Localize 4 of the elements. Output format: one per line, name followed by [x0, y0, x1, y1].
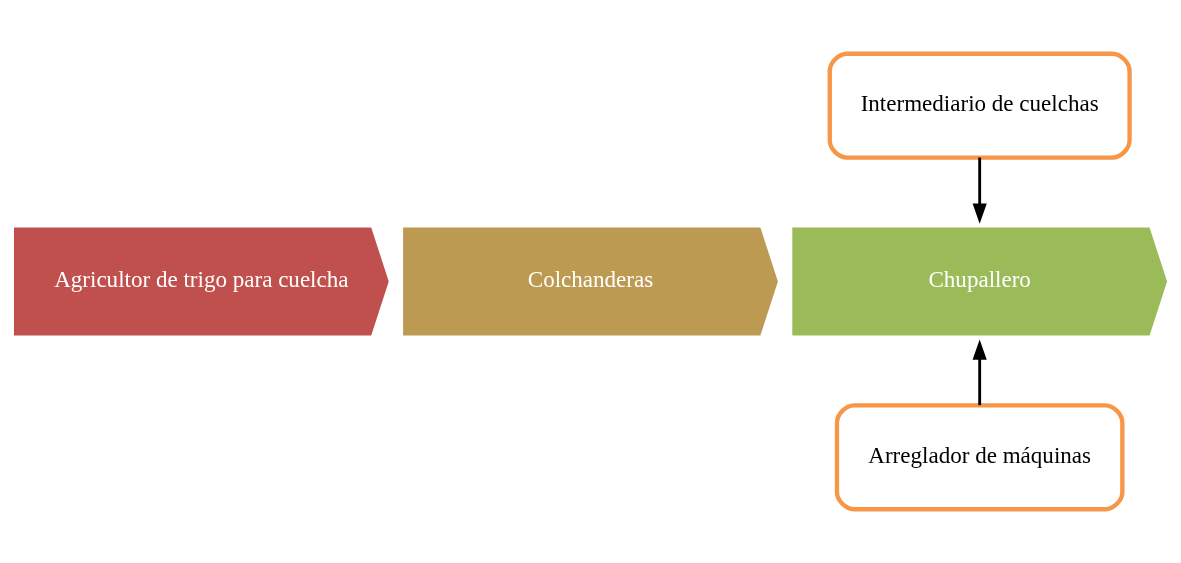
node-box: Arreglador de máquinas	[834, 403, 1125, 512]
node-box: Intermediario de cuelchas	[827, 51, 1132, 160]
arrow	[972, 157, 987, 224]
arrow	[972, 339, 987, 406]
